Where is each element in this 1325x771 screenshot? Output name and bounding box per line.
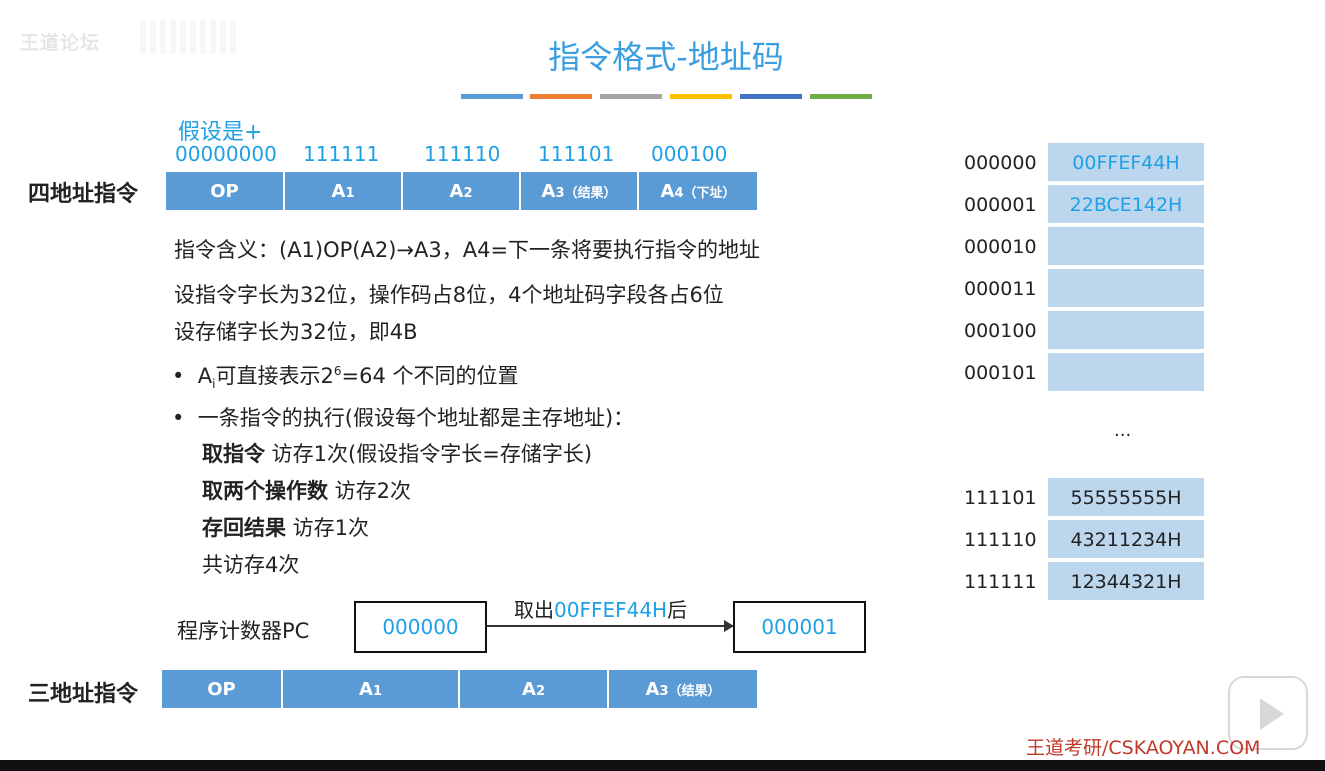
memory-address: 000001 (964, 194, 1037, 216)
memory-value (1048, 311, 1204, 351)
memory-value: 55555555H (1048, 478, 1204, 518)
bits-op: 00000000 (175, 142, 277, 166)
memory-value (1048, 353, 1204, 393)
field-a3: A3（结果） (521, 172, 639, 210)
word-length-line: 设指令字长为32位，操作码占8位，4个地址码字段各占6位 (174, 283, 724, 307)
memory-value: 12344321H (1048, 562, 1204, 602)
page-title: 指令格式-地址码 (548, 38, 784, 76)
four-address-fields: OP A1 A2 A3（结果） A4（下址） (166, 172, 757, 210)
memory-address: 000101 (964, 362, 1037, 384)
memory-value (1048, 269, 1204, 309)
field-op: OP (162, 670, 283, 708)
pc-label: 程序计数器PC (177, 619, 310, 643)
bullet-2: • 一条指令的执行(假设每个地址都是主存地址)： (172, 406, 635, 430)
color-bar-4 (670, 94, 732, 99)
pc-arrow-text: 取出00FFEF44H后 (514, 598, 688, 622)
memory-address: 111101 (964, 487, 1037, 509)
memory-address: 000000 (964, 152, 1037, 174)
color-bar-5 (740, 94, 802, 99)
memory-address: 000100 (964, 320, 1037, 342)
color-bar-3 (600, 94, 662, 99)
bullet-1: • Ai可直接表示26=64 个不同的位置 (172, 364, 519, 392)
arrow-head-icon (724, 620, 734, 632)
memory-address: 000011 (964, 278, 1037, 300)
memory-value (1048, 227, 1204, 267)
footer-brand: 王道考研/CSKAOYAN.COM (1026, 737, 1261, 759)
field-a1: A1 (283, 670, 460, 708)
meaning-formula: (A1)OP(A2)→A3，A4=下一条将要执行指令的地址 (279, 238, 761, 262)
play-icon[interactable] (1228, 676, 1308, 750)
memory-ellipsis: ... (1114, 420, 1132, 441)
bits-a4: 000100 (651, 142, 728, 166)
bottom-bar (0, 760, 1325, 771)
memory-value: 00FFEF44H (1048, 143, 1204, 183)
logo-watermark (140, 20, 240, 54)
field-a2: A2 (403, 172, 521, 210)
three-address-label: 三地址指令 (28, 681, 139, 707)
field-a4: A4（下址） (639, 172, 757, 210)
memory-address: 000010 (964, 236, 1037, 258)
bullet-dot: • (172, 406, 198, 430)
step-total: 共访存4次 (202, 553, 300, 577)
field-op: OP (166, 172, 285, 210)
memory-address: 111110 (964, 529, 1037, 551)
pc-after-box: 000001 (733, 601, 866, 653)
three-address-fields: OP A1 A2 A3（结果） (162, 670, 757, 708)
meaning-prefix: 指令含义： (174, 238, 279, 262)
bullet-dot: • (172, 364, 198, 388)
bits-a1: 111111 (303, 142, 380, 166)
step-store: 存回结果 访存1次 (202, 516, 370, 540)
memory-address: 111111 (964, 571, 1037, 593)
memory-value: 43211234H (1048, 520, 1204, 560)
color-bar-6 (810, 94, 872, 99)
pc-before-box: 000000 (354, 601, 487, 653)
storage-line: 设存储字长为32位，即4B (174, 320, 418, 344)
bits-a3: 111101 (538, 142, 615, 166)
color-bar-2 (530, 94, 592, 99)
field-a1: A1 (285, 172, 403, 210)
color-bar-1 (461, 94, 523, 99)
bits-a2: 111110 (424, 142, 501, 166)
field-a2: A2 (460, 670, 609, 708)
meaning-line: 指令含义：(A1)OP(A2)→A3，A4=下一条将要执行指令的地址 (174, 234, 760, 264)
memory-value: 22BCE142H (1048, 185, 1204, 225)
pc-arrow-line (487, 625, 733, 627)
forum-watermark: 王道论坛 (20, 32, 101, 54)
four-address-label: 四地址指令 (28, 181, 139, 207)
assume-text: 假设是+ (178, 120, 263, 145)
field-a3: A3（结果） (609, 670, 757, 708)
step-fetch: 取指令 访存1次(假设指令字长=存储字长) (202, 442, 593, 466)
step-operands: 取两个操作数 访存2次 (202, 479, 412, 503)
